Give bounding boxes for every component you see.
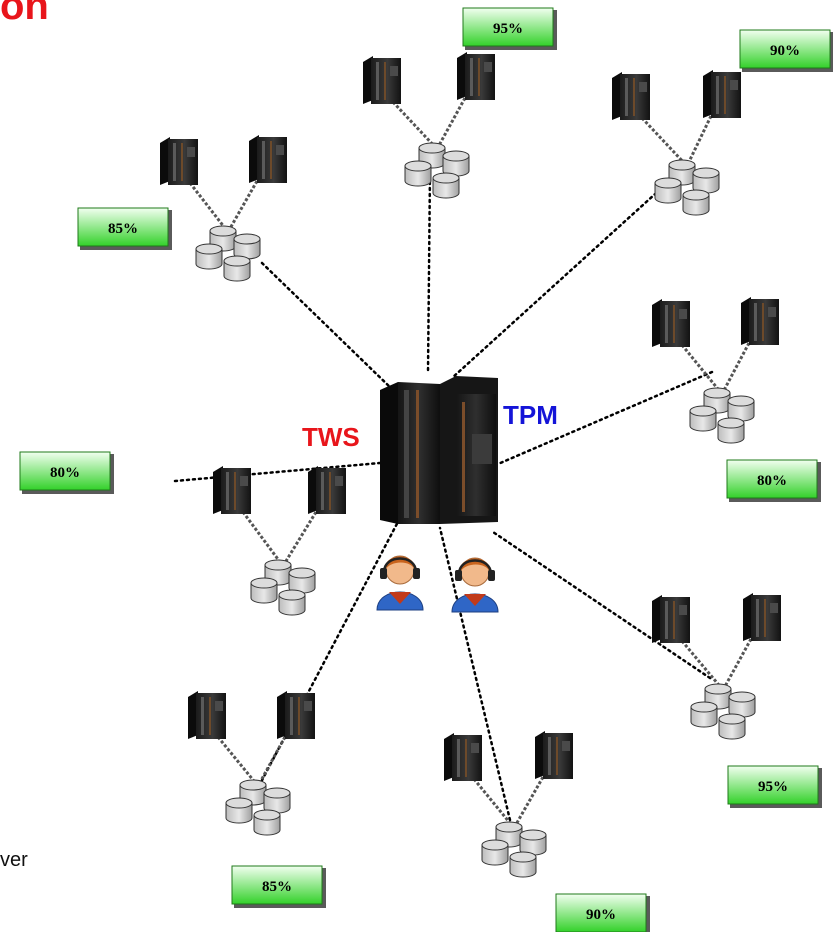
cable-line [226,180,259,233]
dotted-connector [491,530,712,680]
tws-label: TWS [302,422,360,452]
server-tower-icon [160,137,198,185]
storage-array-icon [404,142,470,199]
server-tower-icon [308,466,346,514]
cable-line [680,344,724,395]
cable-line [241,511,285,567]
server-clusters [160,52,781,878]
title-fragment: on [0,0,49,28]
storage-array-icon [481,821,547,878]
cable-line [256,736,287,787]
storage-array-icon [654,159,720,216]
cable-line [680,640,725,691]
dotted-connector [173,461,382,483]
utilization-badge: 90% [555,893,650,932]
cable-line [640,116,689,168]
storage-array-icon [195,225,261,282]
cable-line [472,778,516,829]
storage-array-icon [250,559,316,616]
cluster-bottom-center [444,731,573,878]
server-tower-icon [188,691,226,739]
cable-line [188,182,230,233]
utilization-value: 95% [493,21,523,37]
server-tower-icon [652,299,690,347]
cable-line [435,97,467,150]
cluster-right [652,297,779,444]
server-tower-icon [612,72,650,120]
cluster-left [213,466,346,616]
server-tower-icon [743,593,781,641]
server-tower-icon [277,691,315,739]
operator-headset-icon [376,555,424,611]
cable-line [281,511,318,567]
cable-line [720,342,751,395]
utilization-badge: 85% [77,207,172,250]
utilization-badge: 85% [231,865,326,908]
utilization-value: 80% [50,465,80,481]
storage-array-icon [689,387,755,444]
server-tower-icon [444,733,482,781]
dotted-connector [438,526,512,822]
utilization-value: 85% [262,879,292,895]
utilization-value: 90% [770,43,800,59]
server-tower-icon [457,52,495,100]
cluster-top-right [612,70,741,216]
cluster-lower-right [652,593,781,740]
utilization-badge: 80% [726,459,821,502]
server-tower-icon [213,466,251,514]
storage-array-icon [690,683,756,740]
tpm-label: TPM [503,400,558,430]
utilization-badge: 80% [19,451,114,494]
cable-line [512,776,545,829]
cable-line [721,638,753,691]
server-tower-icon [535,731,573,779]
cluster-upper-left [160,135,287,282]
cluster-top-center [363,52,495,199]
utilization-badge: 90% [739,29,833,72]
operators [376,555,499,613]
utilization-value: 90% [586,907,616,923]
dotted-connector [260,261,395,392]
server-tower-icon [703,70,741,118]
mainframe-icon [380,376,498,524]
dotted-connector [496,370,714,466]
utilization-value: 95% [758,779,788,795]
dotted-connector [426,168,432,374]
operator-headset-icon [451,557,499,613]
cable-line [391,100,439,151]
server-tower-icon [652,595,690,643]
utilization-badge: 95% [727,765,822,808]
utilization-badges: 95% 90% 85% 80% 80% 95% 85% 90% [19,7,833,932]
dotted-connector [450,183,667,380]
storage-array-icon [225,779,291,836]
utilization-value: 85% [108,221,138,237]
server-tower-icon [363,56,401,104]
utilization-badge: 95% [462,7,557,50]
central-mainframe: TWS TPM [302,376,558,613]
text-fragment: ver [0,849,28,871]
utilization-value: 80% [757,473,787,489]
cable-line [216,736,260,787]
server-tower-icon [741,297,779,345]
cable-line [685,115,713,167]
cluster-bottom-left [188,691,315,836]
server-tower-icon [249,135,287,183]
